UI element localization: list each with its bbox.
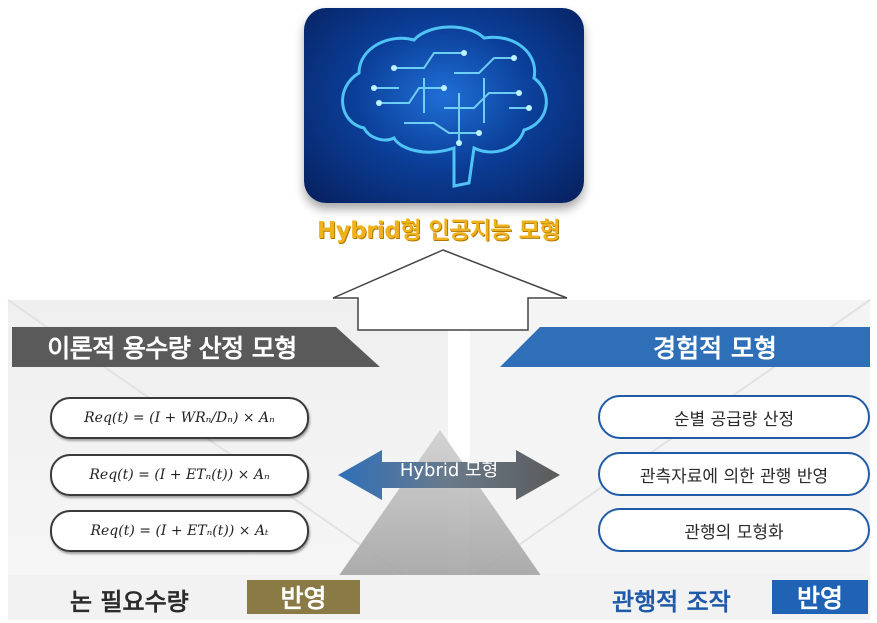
empirical-item-1: 순별 공급량 산정 [598,395,870,439]
reflect-badge-left: 반영 [247,580,360,614]
reflect-badge-right: 반영 [772,580,868,614]
theory-model-banner: 이론적 용수량 산정 모형 [47,334,297,363]
empirical-model-banner: 경험적 모형 [653,334,777,363]
empirical-item-3: 관행의 모형화 [598,508,870,552]
empirical-item-2: 관측자료에 의한 관행 반영 [598,452,870,496]
left-banner-shape [12,327,380,367]
circuit-brain-icon [341,25,548,188]
formula-3: Req(t) = (I + ETₙ(t)) × Aₜ [50,510,309,552]
formula-2: Req(t) = (I + ETₙ(t)) × Aₙ [50,454,309,496]
up-arrow [332,249,568,331]
field-water-requirement-label: 논 필요수량 [70,588,189,616]
right-banner-shape [500,327,870,367]
center-cone [322,430,558,600]
customary-operation-label: 관행적 조작 [612,588,731,616]
hybrid-double-arrow [338,450,560,500]
hybrid-model-label: Hybrid 모형 [399,460,499,481]
formula-1: Req(t) = (I + WRₙ/Dₙ) × Aₙ [50,397,309,439]
ai-model-title: Hybrid형 인공지능 모형 [316,218,561,244]
brain-image [304,8,584,203]
